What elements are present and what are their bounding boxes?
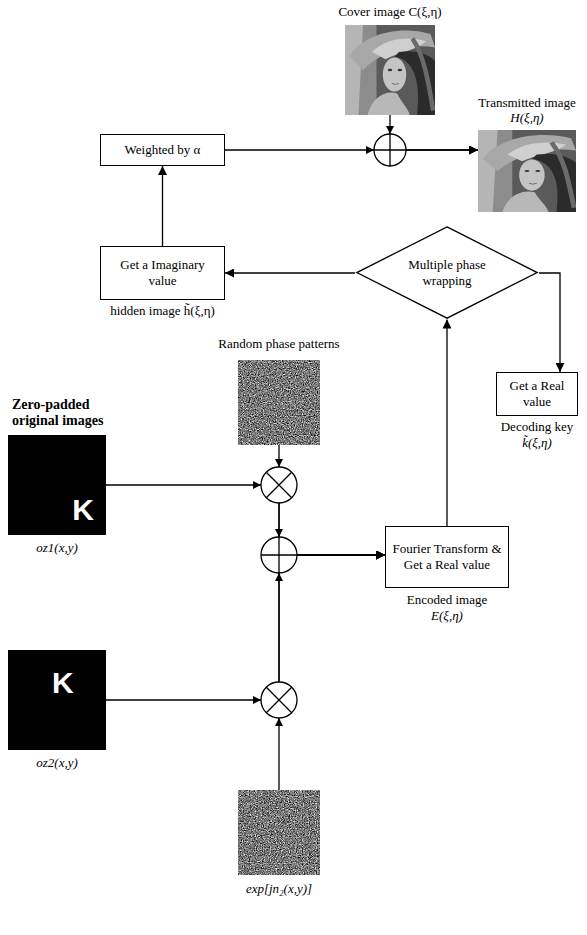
node-label: Weighted by α xyxy=(125,142,201,158)
flow-arrow xyxy=(225,149,478,150)
plus-symbol xyxy=(374,134,406,166)
flow-arrow xyxy=(446,320,447,526)
original-image: KZero-padded original imagesoz1(x,y) xyxy=(8,435,106,535)
node-label: Get a Imaginary value xyxy=(107,257,218,288)
flow-arrow xyxy=(225,272,355,273)
text-holder: Get a Real value xyxy=(497,373,577,415)
arrow-head xyxy=(253,696,261,704)
text-holder: Fourier Transform & Get a Real value xyxy=(386,527,508,587)
adder-circle xyxy=(374,134,406,166)
text-holder: Get a Imaginary value xyxy=(101,247,224,299)
node-caption: oz2(x,y) xyxy=(36,755,78,771)
text-holder: K xyxy=(8,650,106,750)
caption-holder: Zero-padded original images xyxy=(12,397,124,429)
node-label: Fourier Transform & Get a Real value xyxy=(392,541,502,572)
node-label: Multiple phase wrapping xyxy=(395,257,499,288)
node-caption: E(ξ,η) xyxy=(431,608,463,624)
arrow-head xyxy=(366,146,374,154)
cover-picture xyxy=(345,25,435,115)
process-box: Get a Imaginary valuehidden image h̃(ξ,η… xyxy=(100,246,225,300)
arrow-head xyxy=(275,459,283,467)
phase-pattern: exp[jn₂(x,y)] xyxy=(238,790,320,875)
caption-holder: exp[jn₂(x,y)] xyxy=(246,881,312,897)
process-box: Fourier Transform & Get a Real valueEnco… xyxy=(385,526,509,588)
node-label: K xyxy=(52,668,74,698)
transmitted-picture xyxy=(478,130,576,212)
caption-holder: oz2(x,y) xyxy=(36,755,78,771)
black-image xyxy=(8,650,106,750)
phase-noise xyxy=(238,360,320,445)
process-box: Weighted by α xyxy=(100,134,225,166)
arrow-head xyxy=(275,718,283,726)
flow-arrow xyxy=(162,166,163,246)
text-holder xyxy=(478,130,576,212)
times-symbol xyxy=(266,687,291,712)
arrow-head xyxy=(275,529,283,537)
arrow-head xyxy=(386,126,394,134)
transmitted-image: Transmitted imageH(ξ,η) xyxy=(478,130,576,212)
plus-symbol xyxy=(261,537,297,573)
node-caption: oz1(x,y) xyxy=(36,540,78,556)
caption-holder: hidden image h̃(ξ,η) xyxy=(110,303,215,319)
text-holder: Weighted by α xyxy=(101,135,224,165)
diamond-shape xyxy=(357,227,537,318)
node-label: K xyxy=(72,495,94,525)
node-caption: hidden image h̃(ξ,η) xyxy=(110,303,215,319)
caption-holder: Random phase patterns xyxy=(218,336,339,352)
node-label: Get a Real value xyxy=(503,378,571,409)
caption-holder: Cover image C(ξ,η) xyxy=(338,4,441,20)
text-holder: K xyxy=(8,435,106,535)
node-caption: k̃(ξ,η) xyxy=(522,435,552,451)
original-image: Koz2(x,y) xyxy=(8,650,106,750)
arrow-head xyxy=(253,481,261,489)
flow-arrow xyxy=(106,555,385,700)
caption-holder: Decoding keyk̃(ξ,η) xyxy=(501,419,574,450)
multiplier-circle xyxy=(261,682,297,718)
times-symbol xyxy=(266,472,291,497)
node-caption: Random phase patterns xyxy=(218,336,339,352)
caption-holder: Encoded imageE(ξ,η) xyxy=(407,592,488,623)
flow-arrow xyxy=(279,555,385,790)
process-box: Get a Real valueDecoding keyk̃(ξ,η) xyxy=(496,372,578,416)
node-caption: exp[jn₂(x,y)] xyxy=(246,881,312,897)
cover-image: Cover image C(ξ,η) xyxy=(345,25,435,115)
flow-arrow xyxy=(106,485,385,555)
text-holder xyxy=(345,25,435,115)
multiplier-circle xyxy=(261,467,297,503)
caption-holder: oz1(x,y) xyxy=(36,540,78,556)
node-caption: Encoded image xyxy=(407,592,488,608)
arrow-head xyxy=(275,573,283,581)
caption-holder: Transmitted imageH(ξ,η) xyxy=(478,95,575,126)
node-caption: Zero-padded original images xyxy=(12,397,124,429)
phase-noise xyxy=(238,790,320,875)
decision-diamond: Multiple phase wrapping xyxy=(355,226,539,319)
adder-circle xyxy=(261,537,297,573)
text-holder xyxy=(238,360,320,445)
connector-group xyxy=(106,115,560,790)
flow-arrow xyxy=(279,445,385,555)
text-holder: Multiple phase wrapping xyxy=(355,226,539,319)
node-caption: Transmitted image xyxy=(478,95,575,111)
node-caption: Cover image C(ξ,η) xyxy=(338,4,441,20)
node-caption: Decoding key xyxy=(501,419,574,435)
node-caption: H(ξ,η) xyxy=(510,110,543,126)
black-image xyxy=(8,435,106,535)
text-holder xyxy=(238,790,320,875)
flow-arrow xyxy=(539,273,560,372)
phase-pattern: Random phase patterns xyxy=(238,360,320,445)
